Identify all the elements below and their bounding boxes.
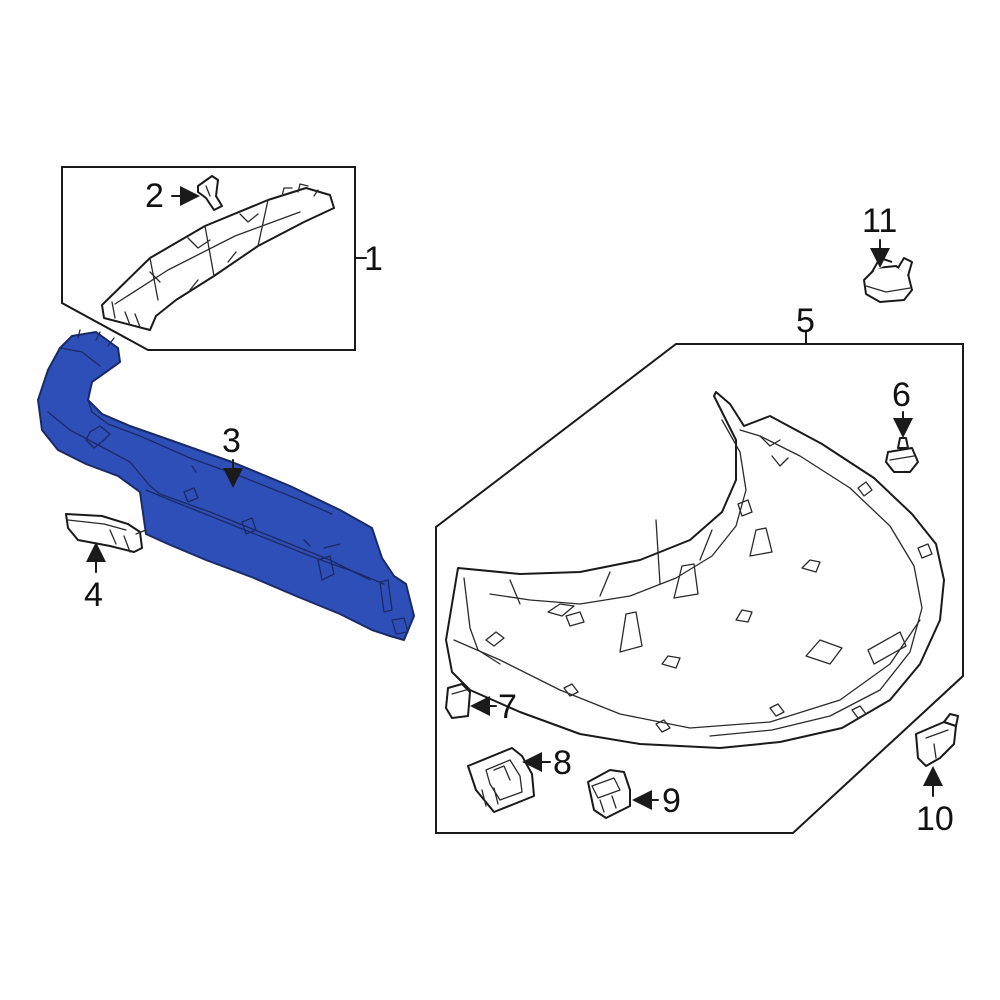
callout-5: 5 bbox=[796, 302, 815, 340]
callout-7: 7 bbox=[498, 688, 517, 726]
callout-3: 3 bbox=[222, 422, 241, 460]
part-7-block[interactable] bbox=[445, 683, 471, 719]
callout-4: 4 bbox=[84, 576, 103, 614]
part-8-bracket[interactable] bbox=[467, 747, 535, 813]
callout-9: 9 bbox=[662, 782, 681, 820]
callout-10: 10 bbox=[916, 800, 954, 838]
callout-2: 2 bbox=[145, 177, 164, 215]
callout-11: 11 bbox=[862, 202, 897, 240]
part-1-group-box bbox=[61, 166, 356, 351]
part-9-clip[interactable] bbox=[587, 769, 631, 819]
part-2-clip[interactable] bbox=[197, 175, 223, 211]
callout-1: 1 bbox=[364, 240, 383, 278]
part-1-trim-panel[interactable] bbox=[101, 183, 335, 331]
part-11-grommet[interactable] bbox=[863, 257, 913, 303]
part-5-headliner-panel[interactable] bbox=[445, 391, 945, 749]
part-10-retainer[interactable] bbox=[915, 713, 959, 767]
part-4-cover[interactable] bbox=[65, 513, 147, 553]
callout-8: 8 bbox=[553, 744, 572, 782]
part-5-group-box bbox=[435, 343, 964, 834]
part-6-push-pin[interactable] bbox=[885, 437, 919, 473]
callout-6: 6 bbox=[892, 376, 911, 414]
